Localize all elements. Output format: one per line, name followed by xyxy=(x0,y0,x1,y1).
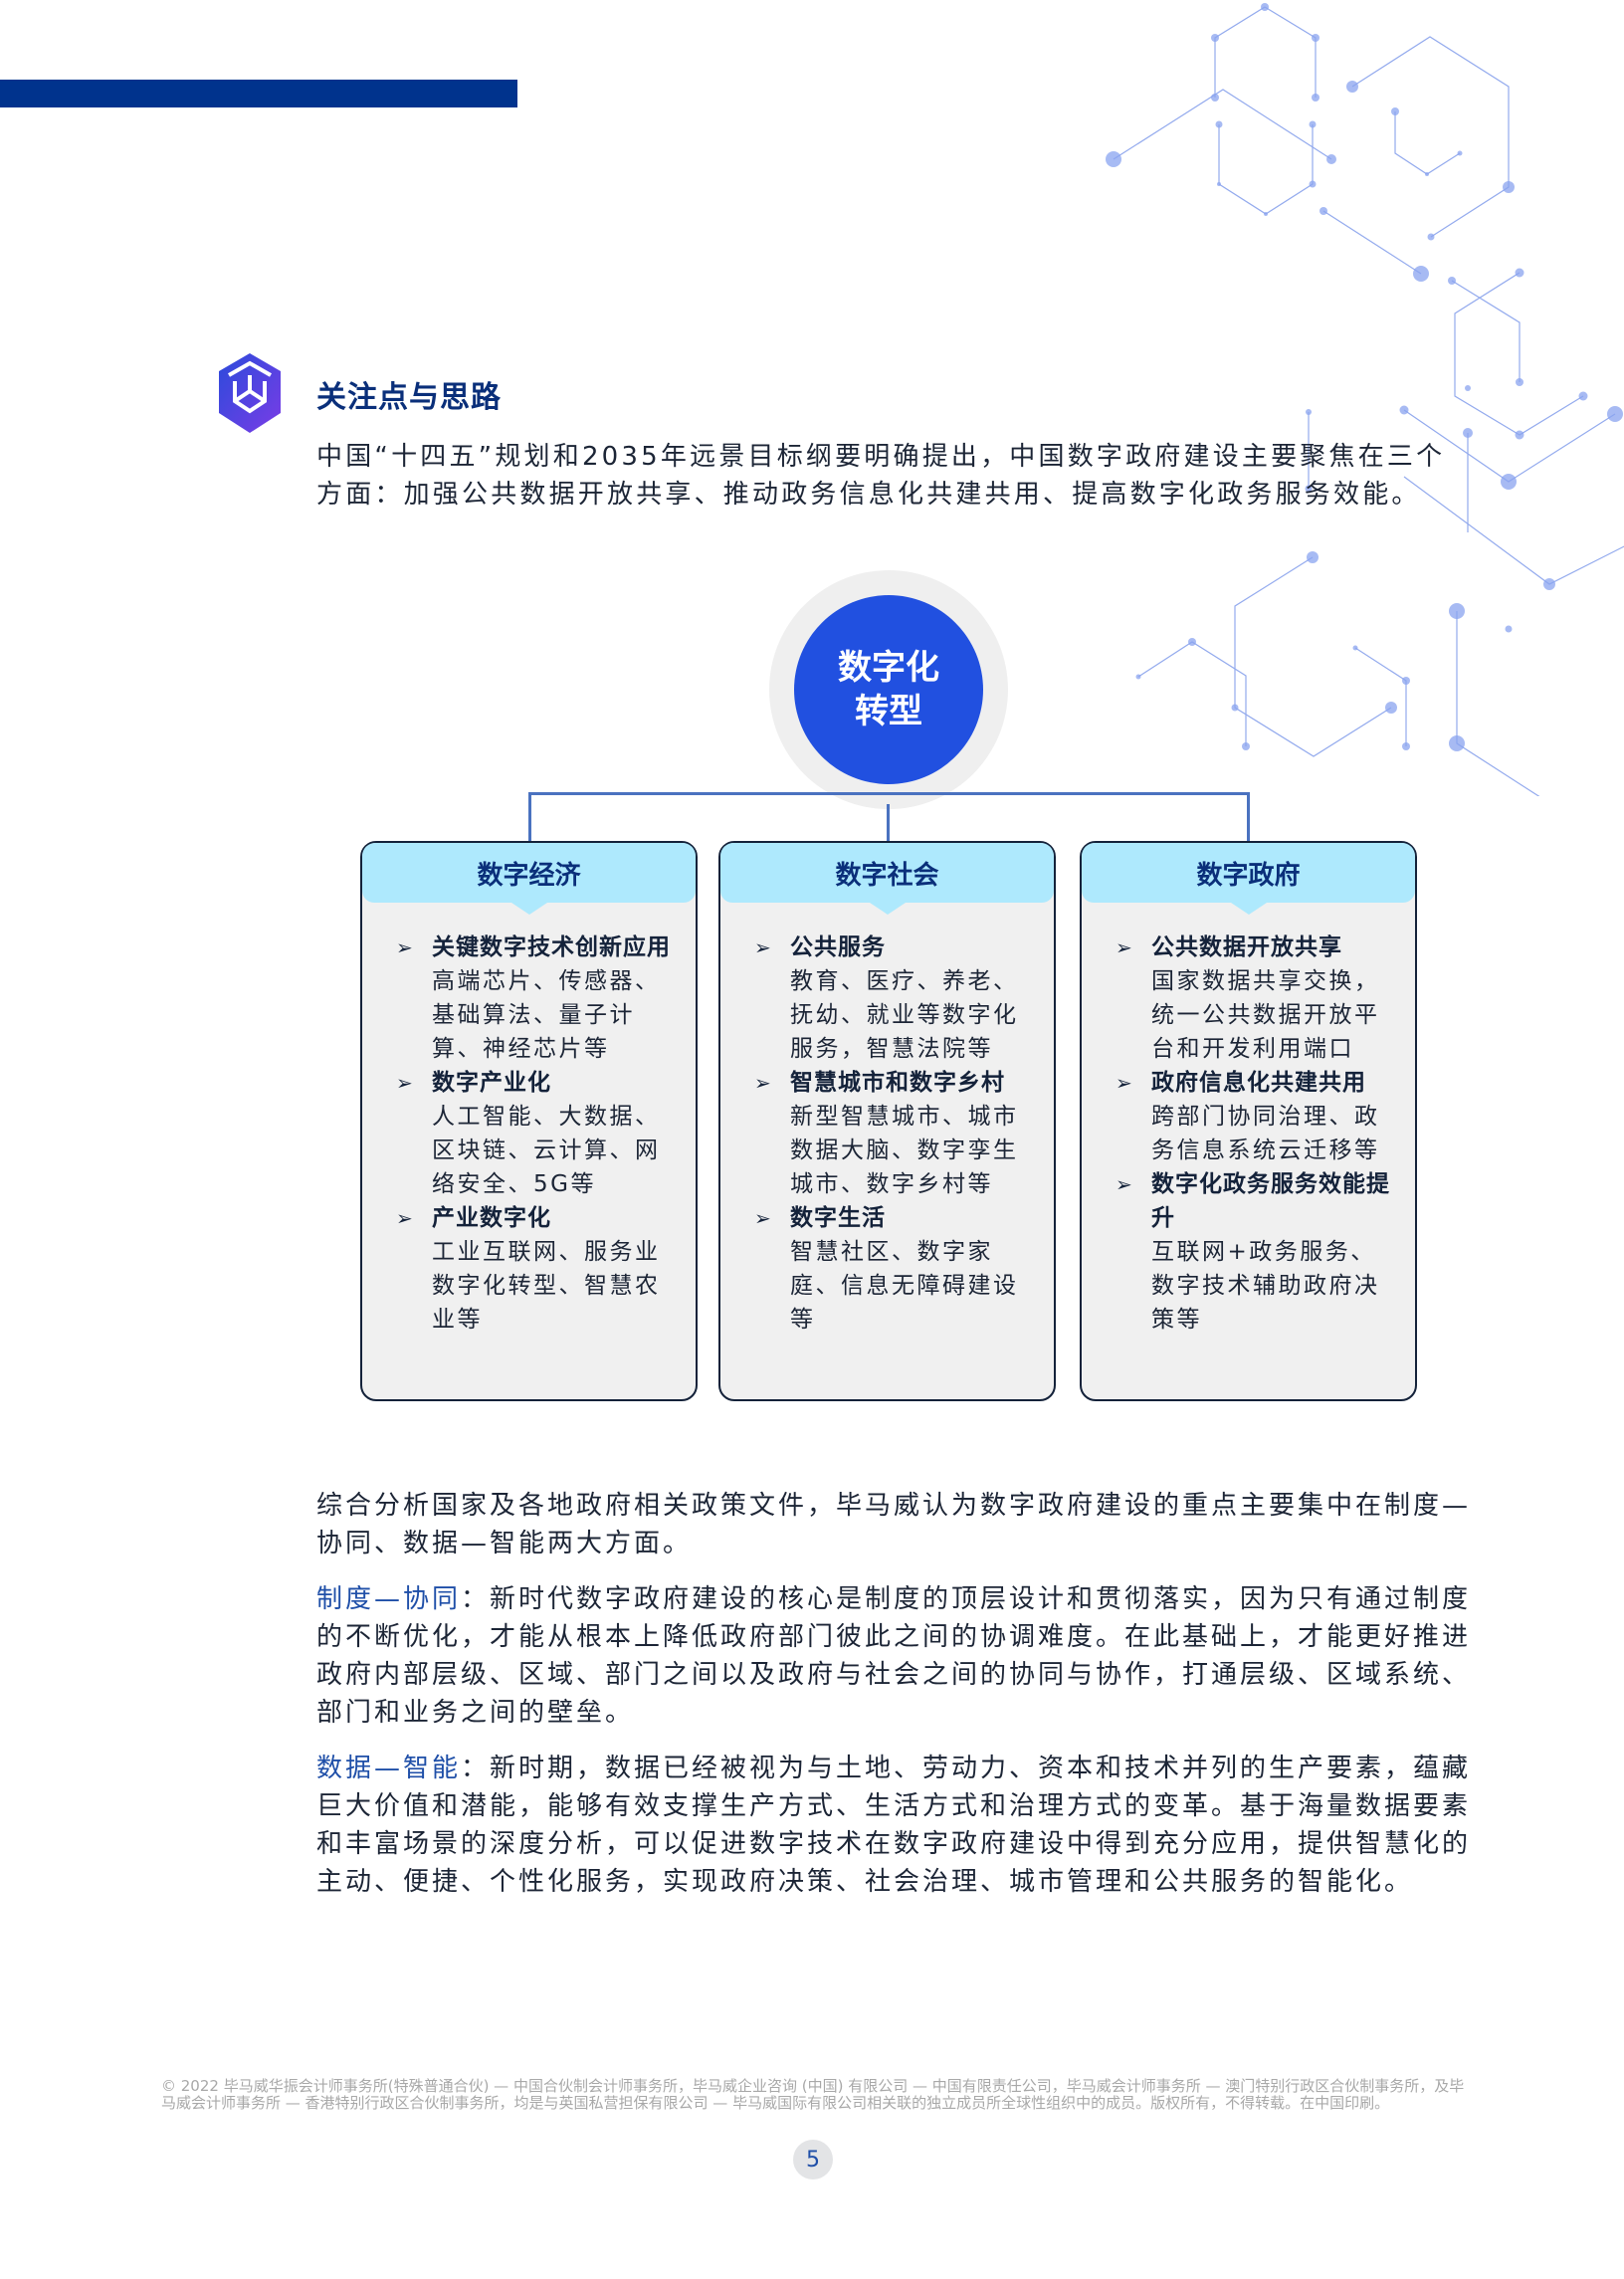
list-item: ➢ 公共服务 教育、医疗、养老、抚幼、就业等数字化服务，智慧法院等 xyxy=(754,931,1034,1066)
item-title: 公共服务 xyxy=(790,934,886,960)
network-decoration-icon xyxy=(1106,3,1624,796)
connector-right xyxy=(1247,792,1250,842)
card-digital-society: 数字社会 ➢ 公共服务 教育、医疗、养老、抚幼、就业等数字化服务，智慧法院等 ➢… xyxy=(718,841,1056,1401)
intro-paragraph: 中国“十四五”规划和2035年远景目标纲要明确提出，中国数字政府建设主要聚焦在三… xyxy=(316,442,1446,510)
card-title: 数字经济 xyxy=(362,843,696,915)
body-paragraph-institution: 制度—协同：新时代数字政府建设的核心是制度的顶层设计和贯彻落实，因为只有通过制度… xyxy=(316,1580,1481,1732)
paragraph-text: ：新时期，数据已经被视为与土地、劳动力、资本和技术并列的生产要素，蕴藏巨大价值和… xyxy=(316,1754,1472,1897)
list-item: ➢ 产业数字化 工业互联网、服务业数字化转型、智慧农业等 xyxy=(396,1201,676,1337)
item-desc: 高端芯片、传感器、基础算法、量子计算、神经芯片等 xyxy=(432,968,661,1062)
item-desc: 国家数据共享交换，统一公共数据开放平台和开发利用端口 xyxy=(1151,968,1380,1062)
arrow-bullet-icon: ➢ xyxy=(396,1206,413,1230)
paragraph-text: ：新时代数字政府建设的核心是制度的顶层设计和贯彻落实，因为只有通过制度的不断优化… xyxy=(316,1584,1472,1728)
section-title: 关注点与思路 xyxy=(316,380,502,415)
card-digital-economy: 数字经济 ➢ 关键数字技术创新应用 高端芯片、传感器、基础算法、量子计算、神经芯… xyxy=(360,841,698,1401)
item-title: 智慧城市和数字乡村 xyxy=(790,1070,1005,1096)
list-item: ➢ 公共数据开放共享 国家数据共享交换，统一公共数据开放平台和开发利用端口 xyxy=(1116,931,1395,1066)
body-paragraph-data: 数据—智能：新时期，数据已经被视为与土地、劳动力、资本和技术并列的生产要素，蕴藏… xyxy=(316,1750,1481,1901)
arrow-bullet-icon: ➢ xyxy=(1116,1172,1132,1196)
item-desc: 跨部门协同治理、政务信息系统云迁移等 xyxy=(1151,1104,1380,1163)
list-item: ➢ 智慧城市和数字乡村 新型智慧城市、城市数据大脑、数字孪生城市、数字乡村等 xyxy=(754,1066,1034,1201)
paragraph-label: 制度—协同 xyxy=(316,1584,462,1614)
card-title: 数字社会 xyxy=(720,843,1054,915)
arrow-bullet-icon: ➢ xyxy=(754,935,771,959)
list-item: ➢ 政府信息化共建共用 跨部门协同治理、政务信息系统云迁移等 xyxy=(1116,1066,1395,1167)
item-title: 数字产业化 xyxy=(432,1070,551,1096)
item-desc: 智慧社区、数字家庭、信息无障碍建设等 xyxy=(790,1239,1019,1333)
item-desc: 互联网+政务服务、数字技术辅助政府决策等 xyxy=(1151,1239,1380,1333)
arrow-bullet-icon: ➢ xyxy=(1116,935,1132,959)
list-item: ➢ 数字化政务服务效能提升 互联网+政务服务、数字技术辅助政府决策等 xyxy=(1116,1167,1395,1337)
arrow-bullet-icon: ➢ xyxy=(396,1071,413,1095)
header-accent-bar xyxy=(0,80,517,107)
footer-legal: © 2022 毕马威华振会计师事务所(特殊普通合伙) — 中国合伙制会计师事务所… xyxy=(161,2077,1465,2112)
connector-left xyxy=(528,792,531,842)
arrow-bullet-icon: ➢ xyxy=(754,1071,771,1095)
item-title: 公共数据开放共享 xyxy=(1151,934,1342,960)
hub-label-line1: 数字化 xyxy=(838,648,939,688)
item-title: 数字生活 xyxy=(790,1205,886,1231)
item-desc: 人工智能、大数据、区块链、云计算、网络安全、5G等 xyxy=(432,1104,661,1197)
item-desc: 工业互联网、服务业数字化转型、智慧农业等 xyxy=(432,1239,661,1333)
item-title: 关键数字技术创新应用 xyxy=(432,934,671,960)
paragraph-label: 数据—智能 xyxy=(316,1754,462,1783)
hexagon-cube-icon xyxy=(219,353,281,433)
hub-circle: 数字化 转型 xyxy=(794,595,983,784)
list-item: ➢ 关键数字技术创新应用 高端芯片、传感器、基础算法、量子计算、神经芯片等 xyxy=(396,931,676,1066)
page-number: 5 xyxy=(793,2140,833,2179)
arrow-bullet-icon: ➢ xyxy=(754,1206,771,1230)
card-digital-government: 数字政府 ➢ 公共数据开放共享 国家数据共享交换，统一公共数据开放平台和开发利用… xyxy=(1080,841,1417,1401)
item-title: 产业数字化 xyxy=(432,1205,551,1231)
connector-center xyxy=(887,804,890,842)
list-item: ➢ 数字产业化 人工智能、大数据、区块链、云计算、网络安全、5G等 xyxy=(396,1066,676,1201)
hub-label-line2: 转型 xyxy=(855,692,922,731)
body-paragraph-summary: 综合分析国家及各地政府相关政策文件，毕马威认为数字政府建设的重点主要集中在制度—… xyxy=(316,1491,1472,1558)
item-desc: 新型智慧城市、城市数据大脑、数字孪生城市、数字乡村等 xyxy=(790,1104,1019,1197)
item-title: 政府信息化共建共用 xyxy=(1151,1070,1366,1096)
list-item: ➢ 数字生活 智慧社区、数字家庭、信息无障碍建设等 xyxy=(754,1201,1034,1337)
card-title: 数字政府 xyxy=(1082,843,1415,915)
item-desc: 教育、医疗、养老、抚幼、就业等数字化服务，智慧法院等 xyxy=(790,968,1019,1062)
connector-horizontal xyxy=(529,792,1250,795)
item-title: 数字化政务服务效能提升 xyxy=(1151,1171,1390,1231)
arrow-bullet-icon: ➢ xyxy=(396,935,413,959)
arrow-bullet-icon: ➢ xyxy=(1116,1071,1132,1095)
